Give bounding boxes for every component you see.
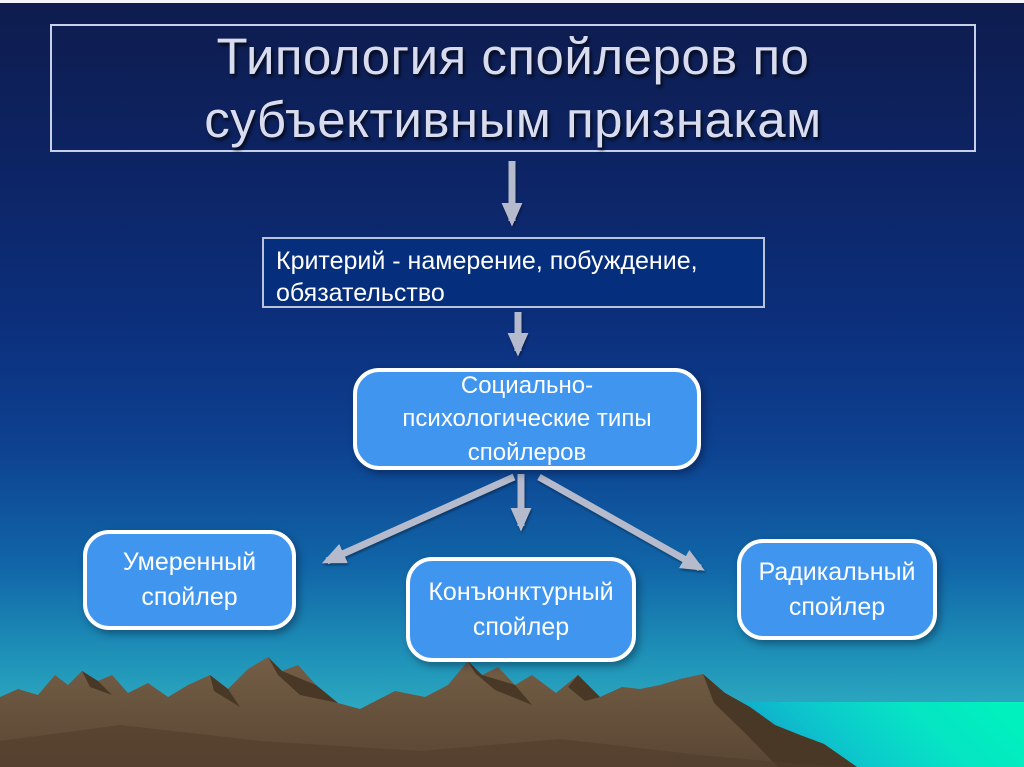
leaf-node-radical: Радикальный спойлер: [737, 539, 937, 640]
root-node: Социально- психологические типы спойлеро…: [353, 368, 701, 470]
root-node-label: Социально- психологические типы спойлеро…: [402, 372, 652, 466]
top-border-line: [0, 0, 1024, 3]
slide-title: Типология спойлеров по субъективным приз…: [204, 27, 822, 148]
leaf-node-opportunistic: Конъюнктурный спойлер: [406, 557, 636, 662]
criterion-box: Критерий - намерение, побуждение, обязат…: [262, 237, 765, 308]
leaf-node-opportunistic-label: Конъюнктурный спойлер: [428, 577, 614, 641]
arrow-root-to-moderate: [321, 473, 516, 565]
leaf-node-moderate: Умеренный спойлер: [83, 530, 296, 630]
leaf-node-moderate-label: Умеренный спойлер: [122, 548, 257, 611]
leaf-node-radical-label: Радикальный спойлер: [758, 557, 916, 621]
title-box: Типология спойлеров по субъективным приз…: [50, 24, 976, 152]
mountains-graphic: [0, 657, 857, 767]
arrow-root-to-radical: [537, 473, 705, 572]
criterion-text: Критерий - намерение, побуждение, обязат…: [276, 247, 698, 307]
